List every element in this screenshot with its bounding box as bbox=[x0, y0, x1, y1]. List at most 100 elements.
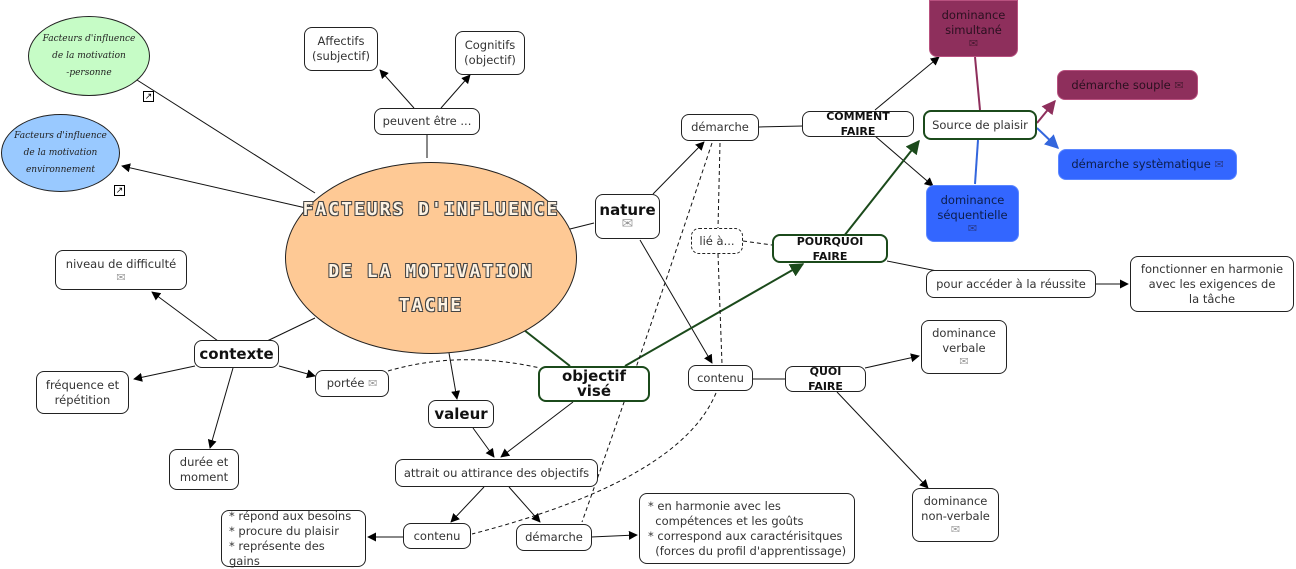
annotation-icon[interactable]: ✉ bbox=[967, 221, 978, 235]
fonctionner-line3: la tâche bbox=[1188, 291, 1236, 306]
link-source-systematique bbox=[1036, 127, 1060, 149]
source-plaisir-label: Source de plaisir bbox=[932, 117, 1028, 132]
dominance-sequentielle-line2: séquentielle bbox=[937, 207, 1008, 222]
dominance-sequentielle-line1: dominance bbox=[940, 192, 1005, 207]
node-besoins[interactable]: * répond aux besoins * procure du plaisi… bbox=[221, 509, 366, 568]
node-dominance-simultane[interactable]: dominance simultané ✉ bbox=[929, 0, 1018, 57]
node-demarche-souple[interactable]: démarche souple ✉ bbox=[1057, 70, 1198, 100]
annotation-icon[interactable]: ✉ bbox=[959, 355, 969, 368]
central-title-line3: TACHE bbox=[398, 295, 464, 316]
linked-map-environnement[interactable]: Facteurs d'influence de la motivation en… bbox=[1, 114, 120, 192]
node-dominance-non-verbale[interactable]: dominance non-verbale ✉ bbox=[912, 488, 999, 542]
duree-line2: moment bbox=[179, 469, 229, 484]
node-lie-a[interactable]: lié à... bbox=[691, 228, 743, 254]
peuvent-etre-label: peuvent être ... bbox=[382, 114, 472, 128]
node-contenu-mid[interactable]: contenu bbox=[688, 365, 753, 391]
duree-line1: durée et bbox=[179, 454, 229, 469]
fonctionner-line1: fonctionner en harmonie bbox=[1140, 261, 1284, 276]
dominance-simultane-line1: dominance bbox=[941, 7, 1006, 22]
harmonie-item: * en harmonie avec les bbox=[648, 498, 781, 513]
fonctionner-line2: avec les exigences de bbox=[1148, 276, 1276, 291]
linked-map-env-line2: de la motivation bbox=[23, 147, 98, 158]
link-arrow-icon[interactable]: ↗ bbox=[114, 185, 125, 196]
link-objectif-pourquoi bbox=[624, 263, 805, 367]
link-arrow-icon[interactable]: ↗ bbox=[143, 91, 154, 102]
demarche-systematique-label: démarche systèmatique ✉ bbox=[1071, 157, 1223, 172]
node-attrait[interactable]: attrait ou attirance des objectifs bbox=[395, 459, 598, 487]
node-affectifs[interactable]: Affectifs (subjectif) bbox=[304, 27, 378, 71]
link-quoi-nonverbale bbox=[836, 391, 929, 489]
node-harmonie[interactable]: * en harmonie avec les compétences et le… bbox=[639, 493, 855, 564]
link-demarche-harmonie bbox=[590, 530, 638, 540]
node-dominance-sequentielle[interactable]: dominance séquentielle ✉ bbox=[926, 185, 1019, 242]
link-central-personne bbox=[136, 79, 316, 194]
linked-map-personne[interactable]: Facteurs d'influence de la motivation -p… bbox=[28, 16, 150, 96]
dominance-verbale-line2: verbale bbox=[942, 341, 986, 355]
node-contenu-left[interactable]: contenu bbox=[403, 523, 471, 549]
node-objectif-vise[interactable]: objectif visé bbox=[538, 366, 650, 402]
link-pourquoi-source bbox=[843, 139, 920, 237]
link-contexte-duree bbox=[207, 367, 234, 449]
linked-map-personne-line1: Facteurs d'influence bbox=[42, 33, 136, 44]
nature-label: nature bbox=[599, 201, 656, 219]
annotation-icon[interactable]: ✉ bbox=[1174, 78, 1184, 92]
node-comment-faire[interactable]: COMMENT FAIRE bbox=[802, 110, 914, 138]
node-valeur[interactable]: valeur bbox=[428, 400, 494, 428]
link-central-objectif bbox=[523, 329, 571, 367]
attrait-label: attrait ou attirance des objectifs bbox=[403, 465, 590, 480]
link-sequentielle-source bbox=[974, 139, 979, 185]
objectif-vise-label: objectif visé bbox=[561, 367, 627, 400]
cognitifs-line1: Cognitifs bbox=[464, 38, 516, 52]
node-demarche-top[interactable]: démarche bbox=[681, 114, 759, 141]
pour-acceder-label: pour accéder à la réussite bbox=[936, 276, 1086, 291]
contenu-mid-label: contenu bbox=[697, 370, 744, 385]
node-portee[interactable]: portée ✉ bbox=[315, 370, 389, 397]
central-title-line2: DE LA MOTIVATION bbox=[328, 261, 534, 282]
node-fonctionner[interactable]: fonctionner en harmonie avec les exigenc… bbox=[1130, 256, 1294, 312]
node-peuvent-etre[interactable]: peuvent être ... bbox=[374, 108, 480, 135]
dashed-contenumid-contenuleft bbox=[471, 392, 717, 535]
linked-map-personne-line3: -personne bbox=[66, 67, 112, 78]
demarche-souple-text: démarche souple bbox=[1071, 77, 1171, 92]
annotation-icon[interactable]: ✉ bbox=[621, 216, 634, 232]
besoins-item: * procure du plaisir bbox=[229, 523, 339, 538]
lie-a-label: lié à... bbox=[699, 233, 735, 248]
dashed-lie-pourquoi bbox=[742, 240, 773, 246]
annotation-icon[interactable]: ✉ bbox=[368, 377, 378, 390]
link-nature-contenu bbox=[639, 239, 713, 364]
annotation-icon[interactable]: ✉ bbox=[116, 270, 126, 284]
frequence-line1: fréquence et bbox=[45, 377, 120, 392]
node-frequence[interactable]: fréquence et répétition bbox=[36, 371, 129, 414]
node-duree[interactable]: durée et moment bbox=[169, 449, 239, 490]
pourquoi-faire-label: POURQUOI FAIRE bbox=[796, 234, 864, 263]
node-pour-acceder[interactable]: pour accéder à la réussite bbox=[926, 270, 1096, 298]
demarche-systematique-text: démarche systèmatique bbox=[1071, 157, 1211, 171]
linked-map-env-line3: environnement bbox=[25, 164, 95, 175]
node-nature[interactable]: nature ✉ bbox=[595, 194, 660, 239]
node-pourquoi-faire[interactable]: POURQUOI FAIRE bbox=[772, 234, 888, 263]
node-demarche-systematique[interactable]: démarche systèmatique ✉ bbox=[1058, 149, 1237, 180]
node-demarche-left[interactable]: démarche bbox=[516, 524, 592, 551]
node-cognitifs[interactable]: Cognitifs (objectif) bbox=[455, 31, 525, 75]
central-title-line1: FACTEURS D'INFLUENCE bbox=[302, 199, 560, 220]
central-topic[interactable]: FACTEURS D'INFLUENCE DE LA MOTIVATION TA… bbox=[285, 162, 577, 354]
node-source-plaisir[interactable]: Source de plaisir bbox=[923, 110, 1037, 140]
link-quoi-verbale bbox=[864, 353, 920, 369]
node-niveau-difficulte[interactable]: niveau de difficulté ✉ bbox=[55, 250, 187, 290]
linked-map-env-line1: Facteurs d'influence bbox=[14, 130, 107, 141]
annotation-icon[interactable]: ✉ bbox=[950, 523, 961, 536]
link-nature-demarche bbox=[652, 141, 705, 195]
node-contexte[interactable]: contexte bbox=[194, 340, 279, 368]
annotation-icon[interactable]: ✉ bbox=[1214, 158, 1224, 171]
dominance-verbale-line1: dominance bbox=[932, 326, 996, 340]
dashed-demarchetop-lie bbox=[717, 142, 721, 229]
dominance-simultane-line2: simultané bbox=[945, 22, 1002, 37]
besoins-item: * représente des gains bbox=[229, 538, 325, 568]
node-dominance-verbale[interactable]: dominance verbale ✉ bbox=[921, 320, 1007, 374]
link-contexte-niveau bbox=[151, 291, 219, 342]
demarche-souple-label: démarche souple ✉ bbox=[1071, 78, 1183, 93]
node-quoi-faire[interactable]: QUOI FAIRE bbox=[785, 365, 866, 393]
annotation-icon[interactable]: ✉ bbox=[968, 36, 979, 50]
link-central-environnement bbox=[121, 163, 307, 209]
dashed-portee-objectif bbox=[387, 359, 541, 372]
